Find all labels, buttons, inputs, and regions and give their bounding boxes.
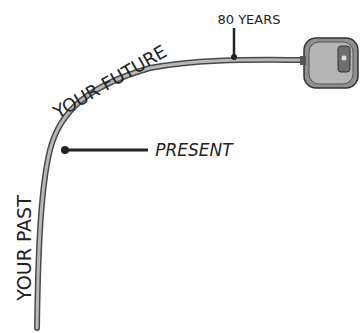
leader-line — [65, 149, 148, 152]
tape-label: YOUR FUTURE — [50, 42, 169, 121]
tape-case — [304, 38, 358, 88]
tick-dot — [231, 54, 237, 60]
tape-case-face — [309, 42, 353, 84]
tape-label: PRESENT — [155, 142, 232, 159]
tape-label: YOUR PAST — [15, 195, 34, 301]
leader-dot — [61, 146, 69, 154]
button-mark — [342, 56, 347, 61]
tick-line — [233, 28, 236, 56]
tape-button — [338, 46, 350, 72]
tape-hook — [300, 56, 306, 65]
tape-label: 80 YEARS — [217, 13, 280, 26]
